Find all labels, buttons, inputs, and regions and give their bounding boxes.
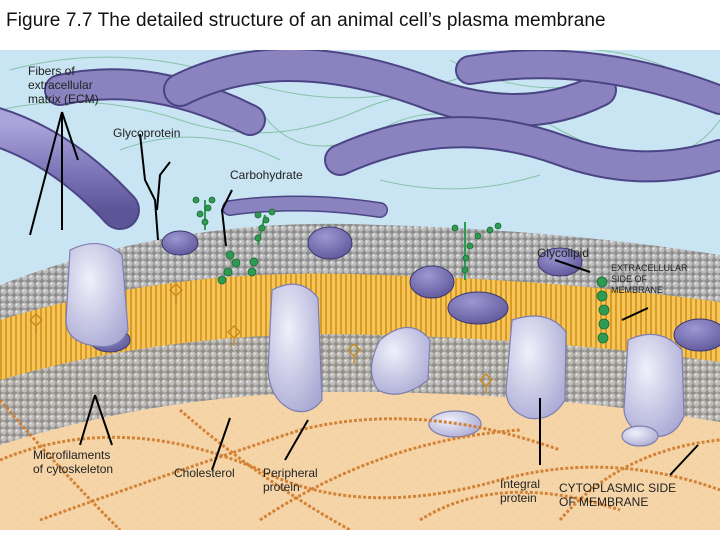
ecm-fibers: [0, 50, 720, 230]
integral-proteins: [65, 243, 685, 447]
microfilaments: [0, 399, 720, 530]
callout-lines: [29, 111, 699, 476]
membrane-illustration: [0, 50, 720, 530]
label-microfilaments: Microfilaments of cytoskeleton: [33, 448, 114, 476]
label-peripheral-protein: Peripheral protein: [263, 466, 318, 494]
label-glycolipid: Glycolipid: [537, 246, 590, 260]
carbohydrate-chains: [192, 196, 610, 344]
label-carbohydrate: Carbohydrate: [230, 168, 303, 182]
cholesterol-molecules: [29, 283, 493, 394]
label-cytoplasmic-side: CYTOPLASMIC SIDE OF MEMBRANE: [559, 481, 677, 509]
label-extracellular-side: EXTRACELLULAR SIDE OF MEMBRANE: [611, 263, 688, 295]
label-glycoprotein: Glycoprotein: [113, 126, 181, 140]
figure-title: Figure 7.7 The detailed structure of an …: [6, 10, 606, 31]
label-ecm: Fibers of extracellular matrix (ECM): [28, 64, 99, 106]
label-integral-protein: Integral protein: [500, 477, 541, 505]
label-cholesterol: Cholesterol: [174, 466, 235, 480]
